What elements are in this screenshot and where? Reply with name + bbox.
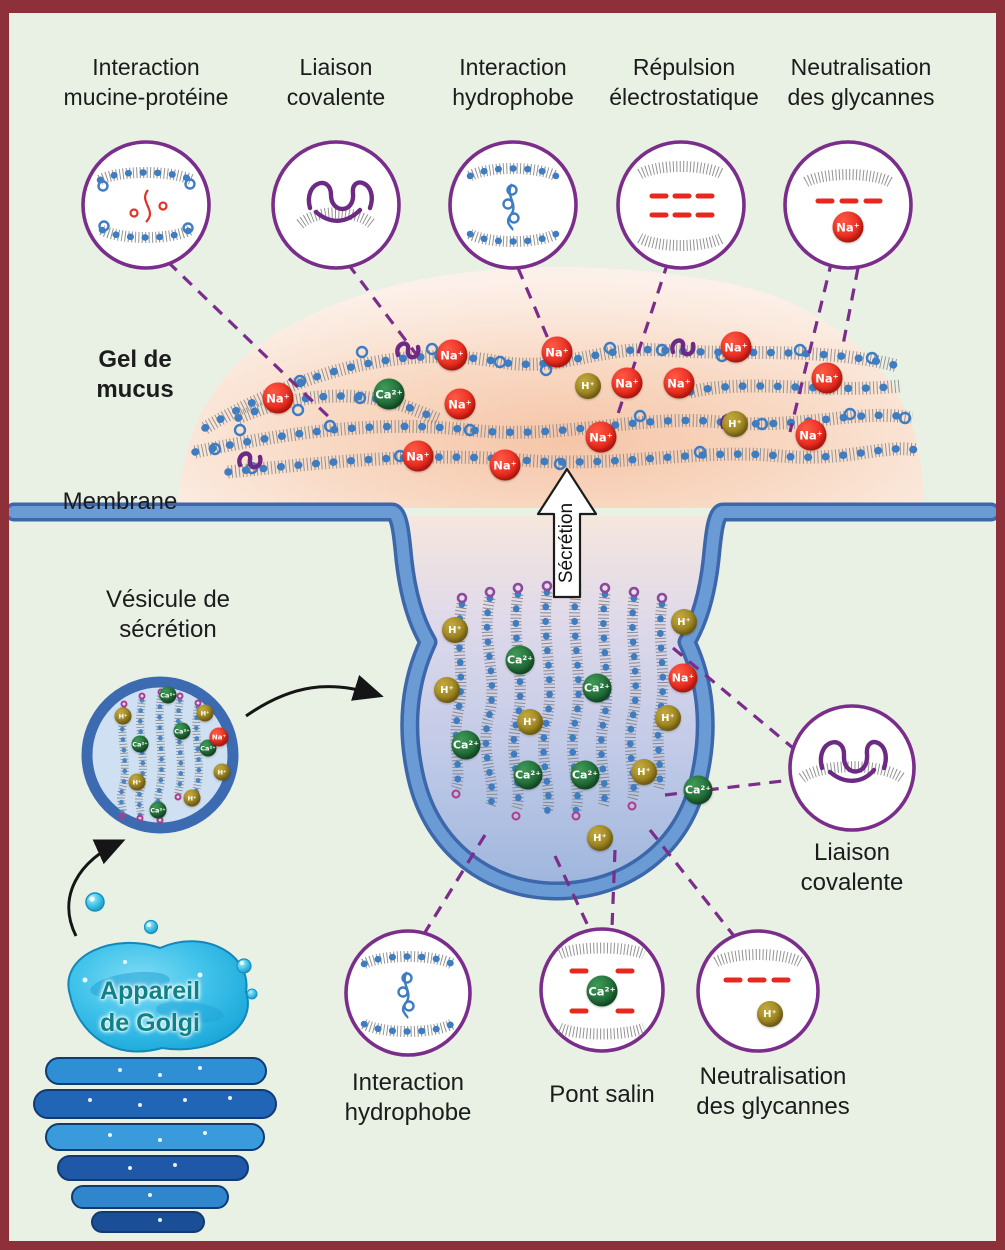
label-line: Interaction: [459, 54, 567, 80]
label-line: Gel de: [98, 346, 172, 373]
ion-na: Na⁺: [436, 339, 468, 371]
mucus-gel-region: [178, 267, 924, 508]
label-line: sécrétion: [119, 616, 217, 643]
inset-mucine-proteine: [81, 140, 211, 270]
label-line: covalente: [286, 84, 386, 110]
inset-label-neutralisation-top: Neutralisation des glycannes: [751, 52, 971, 112]
label-line: Interaction: [351, 1069, 465, 1096]
label-line: Neutralisation: [790, 54, 932, 80]
ion-h: H⁺: [434, 677, 460, 703]
ion-na: Na⁺: [444, 388, 476, 420]
ion-na: Na⁺: [611, 367, 643, 399]
golgi-label: Appareil de Golgi: [60, 975, 240, 1039]
inset-label-hydrophobe-top: Interaction hydrophobe: [408, 52, 618, 112]
label-line: Répulsion: [632, 54, 736, 80]
ion-ca: Ca²⁺: [451, 730, 481, 760]
ion-h: H⁺: [183, 789, 201, 807]
inset-label-repulsion: Répulsion électrostatique: [574, 52, 794, 112]
inset-neutralisation-bottom: [696, 929, 820, 1053]
ion-ca: Ca²⁺: [505, 645, 535, 675]
ion-na: Na⁺: [489, 449, 521, 481]
inset-label-liaison-covalente-top: Liaison covalente: [251, 52, 421, 112]
label-line: hydrophobe: [344, 1099, 472, 1126]
vesicle-label: Vésicule de sécrétion: [78, 585, 258, 645]
ion-na: Na⁺: [811, 362, 843, 394]
inset-circles: [81, 140, 916, 1057]
membrane-label: Membrane: [40, 487, 200, 517]
label-line: Interaction: [92, 54, 200, 80]
label-line: Appareil: [99, 977, 201, 1005]
ion-h: H⁺: [128, 773, 146, 791]
ion-h: H⁺: [722, 411, 748, 437]
ion-ca: Ca²⁺: [582, 673, 612, 703]
inset-label-neutralisation-bottom: Neutralisation des glycannes: [663, 1062, 883, 1122]
label-line: électrostatique: [609, 84, 759, 110]
inset-repulsion: [616, 140, 746, 270]
label-line: mucine-protéine: [63, 84, 229, 110]
ion-h: H⁺: [655, 705, 681, 731]
ion-ca: Ca²⁺: [373, 378, 405, 410]
transport-arrows: [67, 674, 384, 937]
ion-ca: Ca²⁺: [149, 801, 167, 819]
gel-label: Gel de mucus: [70, 345, 200, 405]
ion-h: H⁺: [517, 709, 543, 735]
ion-h: H⁺: [442, 617, 468, 643]
secretion-label: Sécrétion: [556, 502, 577, 584]
label-line: des glycannes: [696, 1093, 850, 1120]
label-line: Vésicule de: [105, 586, 231, 613]
label-line: des glycannes: [787, 84, 935, 110]
secretion-arrow: [536, 467, 598, 599]
ion-na: Na⁺: [832, 211, 864, 243]
label-line: de Golgi: [100, 1009, 200, 1037]
label-line: Neutralisation: [699, 1063, 847, 1090]
ion-h: H⁺: [671, 609, 697, 635]
ion-na: Na⁺: [663, 367, 695, 399]
membrane-path: [4, 502, 1001, 901]
ion-na: Na⁺: [585, 421, 617, 453]
ion-h: H⁺: [587, 825, 613, 851]
ion-na: Na⁺: [668, 663, 698, 693]
ion-ca: Ca²⁺: [131, 735, 149, 753]
golgi-apparatus: [33, 892, 277, 1233]
inset-neutralisation-top: [783, 140, 913, 270]
ion-na: Na⁺: [541, 336, 573, 368]
ion-ca: Ca²⁺: [513, 760, 543, 790]
label-line: Liaison: [299, 54, 373, 80]
ion-na: Na⁺: [209, 727, 229, 747]
label-line: Liaison: [813, 839, 891, 866]
label-line: Pont salin: [549, 1081, 655, 1108]
inset-label-mucine-proteine: Interaction mucine-protéine: [41, 52, 251, 112]
ion-na: Na⁺: [262, 382, 294, 414]
label-line: covalente: [800, 869, 904, 896]
label-line: mucus: [96, 376, 174, 403]
ion-h: H⁺: [757, 1001, 783, 1027]
ion-ca: Ca²⁺: [586, 975, 618, 1007]
inset-label-liaison-covalente-right: Liaison covalente: [762, 838, 942, 898]
ion-ca: Ca²⁺: [173, 722, 191, 740]
label-line: Membrane: [62, 488, 178, 515]
ion-ca: Ca²⁺: [683, 775, 713, 805]
ion-ca: Ca²⁺: [570, 760, 600, 790]
ion-h: H⁺: [213, 763, 231, 781]
ion-ca: Ca²⁺: [159, 686, 177, 704]
ion-na: Na⁺: [720, 331, 752, 363]
ion-h: H⁺: [575, 373, 601, 399]
label-line: hydrophobe: [452, 84, 574, 110]
ion-h: H⁺: [631, 759, 657, 785]
inset-label-hydrophobe-bottom: Interaction hydrophobe: [303, 1068, 513, 1128]
ion-h: H⁺: [114, 707, 132, 725]
inset-label-pont-salin: Pont salin: [512, 1080, 692, 1110]
ion-na: Na⁺: [402, 440, 434, 472]
cup-mucin-bundle: [450, 580, 669, 821]
ion-h: H⁺: [196, 704, 214, 722]
ion-na: Na⁺: [795, 419, 827, 451]
